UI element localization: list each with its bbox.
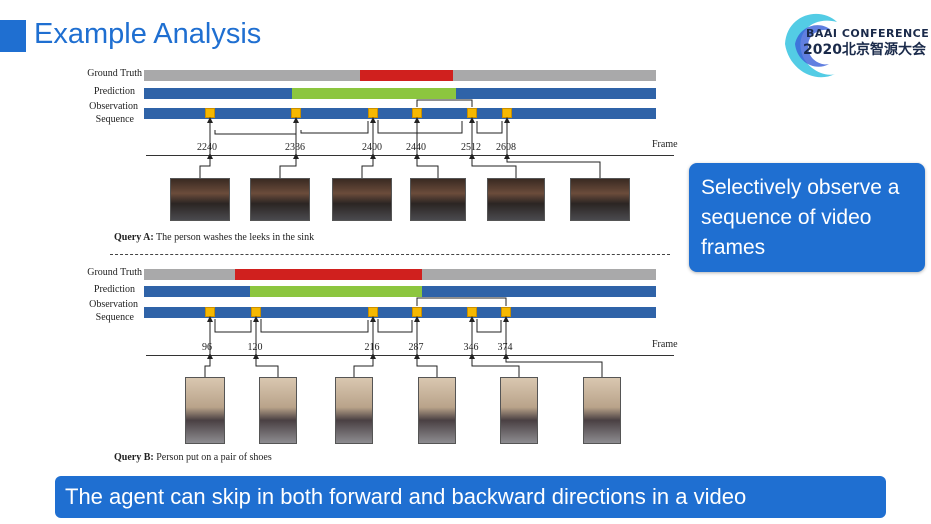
frame-number: 120 [247, 342, 263, 353]
frame-axis-label-a: Frame [652, 139, 678, 150]
prediction-segment-b [250, 286, 422, 297]
query-a-caption: Query A: The person washes the leeks in … [114, 232, 314, 243]
prediction-segment-a [292, 88, 456, 99]
label-sequence-a: Sequence [95, 114, 134, 125]
observation-track-b [144, 307, 656, 318]
video-frame-thumbnail [410, 178, 466, 221]
frame-number: 374 [497, 342, 513, 353]
video-frame-thumbnail [185, 377, 225, 444]
query-b-caption: Query B: Person put on a pair of shoes [114, 452, 272, 463]
logo-line1: BAAI CONFERENCE [806, 27, 930, 40]
frame-number: 2608 [496, 142, 516, 153]
frame-number: 2400 [362, 142, 382, 153]
frame-number: 216 [364, 342, 380, 353]
label-ground-truth-b: Ground Truth [87, 267, 142, 278]
frame-axis-label-b: Frame [652, 339, 678, 350]
video-frame-thumbnail [583, 377, 621, 444]
video-frame-thumbnail [418, 377, 456, 444]
callout-box: Selectively observe a sequence of video … [689, 163, 925, 272]
video-frame-thumbnail [250, 178, 310, 221]
label-prediction-a: Prediction [93, 86, 135, 97]
frame-number: 2440 [406, 142, 426, 153]
frame-number: 2240 [197, 142, 217, 153]
video-frame-thumbnail [332, 178, 392, 221]
video-frame-thumbnail [259, 377, 297, 444]
label-observation-a: Observation [89, 101, 138, 112]
query-a-text: The person washes the leeks in the sink [156, 232, 315, 243]
query-b-label: Query B: [114, 452, 154, 463]
frame-number: 96 [202, 342, 212, 353]
ground-truth-segment-a [360, 70, 453, 81]
callout-text: Selectively observe a sequence of video … [701, 176, 900, 259]
label-ground-truth-a: Ground Truth [87, 68, 142, 79]
label-sequence-b: Sequence [95, 312, 134, 323]
frame-axis-a [146, 155, 674, 156]
ground-truth-segment-b [235, 269, 422, 280]
query-b-text: Person put on a pair of shoes [156, 452, 272, 463]
observation-track-a [144, 108, 656, 119]
video-frame-thumbnail [487, 178, 545, 221]
page-title: Example Analysis [34, 18, 262, 50]
title-accent-bar [0, 20, 26, 52]
frame-axis-b [146, 355, 674, 356]
label-prediction-b: Prediction [93, 284, 135, 295]
conference-logo [785, 13, 837, 78]
label-observation-b: Observation [89, 299, 138, 310]
query-a-label: Query A: [114, 232, 154, 243]
video-frame-thumbnail [170, 178, 230, 221]
frame-number: 346 [463, 342, 479, 353]
logo-line2: 2020北京智源大会 [803, 42, 926, 58]
frame-number: 287 [408, 342, 424, 353]
banner-text: The agent can skip in both forward and b… [65, 484, 747, 509]
section-divider [110, 254, 670, 255]
video-frame-thumbnail [335, 377, 373, 444]
video-frame-thumbnail [570, 178, 630, 221]
frame-number: 2512 [461, 142, 481, 153]
bottom-banner: The agent can skip in both forward and b… [55, 476, 886, 518]
frame-number: 2336 [285, 142, 305, 153]
video-frame-thumbnail [500, 377, 538, 444]
